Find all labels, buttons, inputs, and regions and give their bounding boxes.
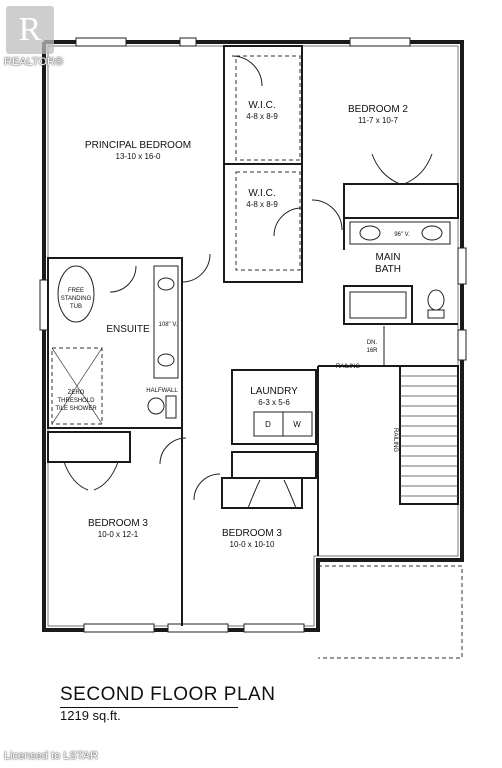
halfwall-note: HALFWALL: [146, 388, 178, 394]
stairs: [317, 326, 459, 556]
bedroom2-size: 11-7 x 10-7: [358, 116, 398, 125]
stairs-note-1: DN.: [367, 340, 378, 346]
svg-text:R: R: [19, 11, 42, 48]
ensuite-vanity-note: 108" V.: [159, 322, 178, 328]
principal-bedroom-size: 13-10 x 16-0: [116, 152, 161, 161]
shower-note-2: THRESHOLD: [57, 398, 95, 404]
main-bath-label-2: BATH: [375, 264, 401, 275]
realtor-wordmark: REALTOR®: [4, 56, 64, 68]
license-footer: Licensed to LSTAR: [4, 750, 98, 762]
porch-outline: [318, 565, 463, 659]
bedroom3-left-label: BEDROOM 3: [88, 518, 148, 529]
railing-side-note: RAILING: [392, 428, 398, 452]
bedroom2-walls: [301, 46, 459, 325]
shower-note-1: ZERO: [68, 390, 85, 396]
wic-upper-label: W.I.C.: [248, 100, 275, 111]
dryer-label: D: [265, 420, 271, 429]
main-vanity-note: 96" V.: [394, 232, 410, 238]
tub-note-1: FREE: [68, 288, 84, 294]
principal-bedroom-label: PRINCIPAL BEDROOM: [85, 140, 191, 151]
main-bath-label-1: MAIN: [376, 252, 401, 263]
bedroom3-right-size: 10-0 x 10-10: [230, 540, 275, 549]
bedroom3-left-size: 10-0 x 12-1: [98, 530, 139, 539]
ensuite-walls: [47, 253, 211, 429]
laundry-label: LAUNDRY: [250, 386, 298, 397]
tub-note-3: TUB: [70, 304, 82, 310]
bedroom3-walls: [47, 428, 303, 626]
stairs-note-2: 16R: [366, 348, 378, 354]
bedroom2-label: BEDROOM 2: [348, 104, 408, 115]
railing-top-note: RAILING: [336, 364, 360, 370]
plan-title: SECOND FLOOR PLAN: [60, 684, 276, 705]
windows: [39, 37, 467, 633]
wic-upper-size: 4-8 x 8-9: [246, 112, 278, 121]
title-underline: [60, 707, 238, 708]
wic-walls: [223, 45, 303, 283]
ensuite-label: ENSUITE: [106, 324, 150, 335]
wic-lower-label: W.I.C.: [248, 188, 275, 199]
plan-title-block: SECOND FLOOR PLAN 1219 sq.ft.: [60, 684, 275, 723]
laundry-size: 6-3 x 5-6: [258, 398, 290, 407]
shower-note-3: TILE SHOWER: [55, 406, 97, 412]
wic-lower-size: 4-8 x 8-9: [246, 200, 278, 209]
exterior-walls: [42, 40, 464, 632]
tub-note-2: STANDING: [61, 296, 92, 302]
realtor-logo: R: [2, 2, 58, 66]
washer-label: W: [293, 420, 301, 429]
plan-area: 1219 sq.ft.: [60, 708, 121, 723]
bedroom3-right-label: BEDROOM 3: [222, 528, 282, 539]
